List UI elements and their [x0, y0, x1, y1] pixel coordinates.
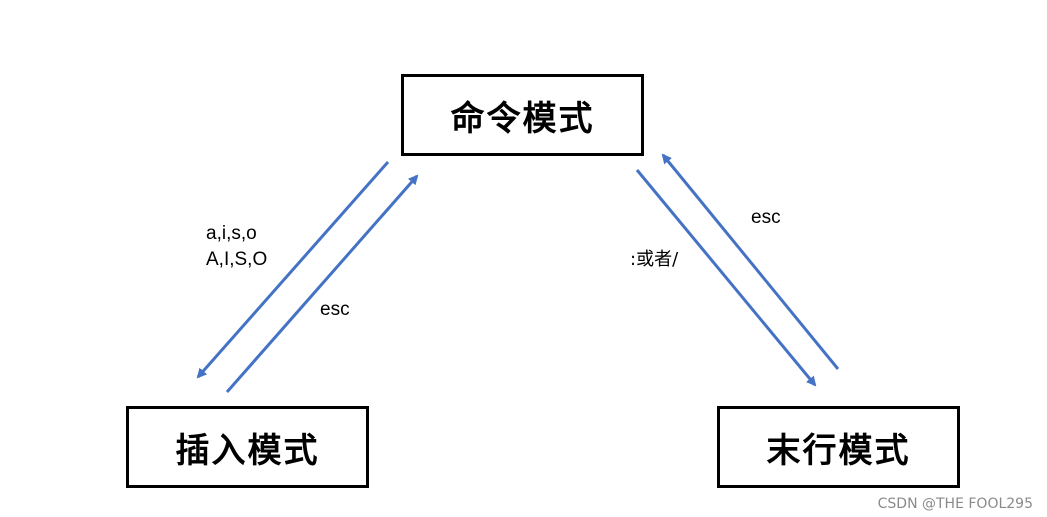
arrow-command-to-insert — [196, 161, 390, 379]
last-line-mode-node: 末行模式 — [717, 406, 960, 488]
command-mode-label: 命令模式 — [450, 98, 595, 139]
edge-label-last-line-to-command: esc — [751, 207, 781, 228]
insert-keys-uppercase: A,I,S,O — [206, 249, 268, 270]
watermark: CSDN @THE FOOL295 — [877, 496, 1033, 512]
insert-keys-lowercase: a,i,s,o — [206, 223, 257, 244]
insert-mode-node: 插入模式 — [126, 406, 369, 488]
arrow-last-line-to-command — [661, 153, 840, 370]
insert-mode-label: 插入模式 — [175, 430, 320, 471]
arrow-command-to-last-line — [635, 169, 817, 387]
last-line-mode-label: 末行模式 — [766, 430, 911, 471]
arrow-insert-to-command — [225, 174, 419, 393]
edge-label-command-to-insert: a,i,s,o A,I,S,O — [206, 221, 267, 273]
edge-label-insert-to-command: esc — [320, 299, 350, 320]
edge-label-command-to-last-line: :或者/ — [630, 249, 679, 270]
command-mode-node: 命令模式 — [401, 74, 644, 156]
